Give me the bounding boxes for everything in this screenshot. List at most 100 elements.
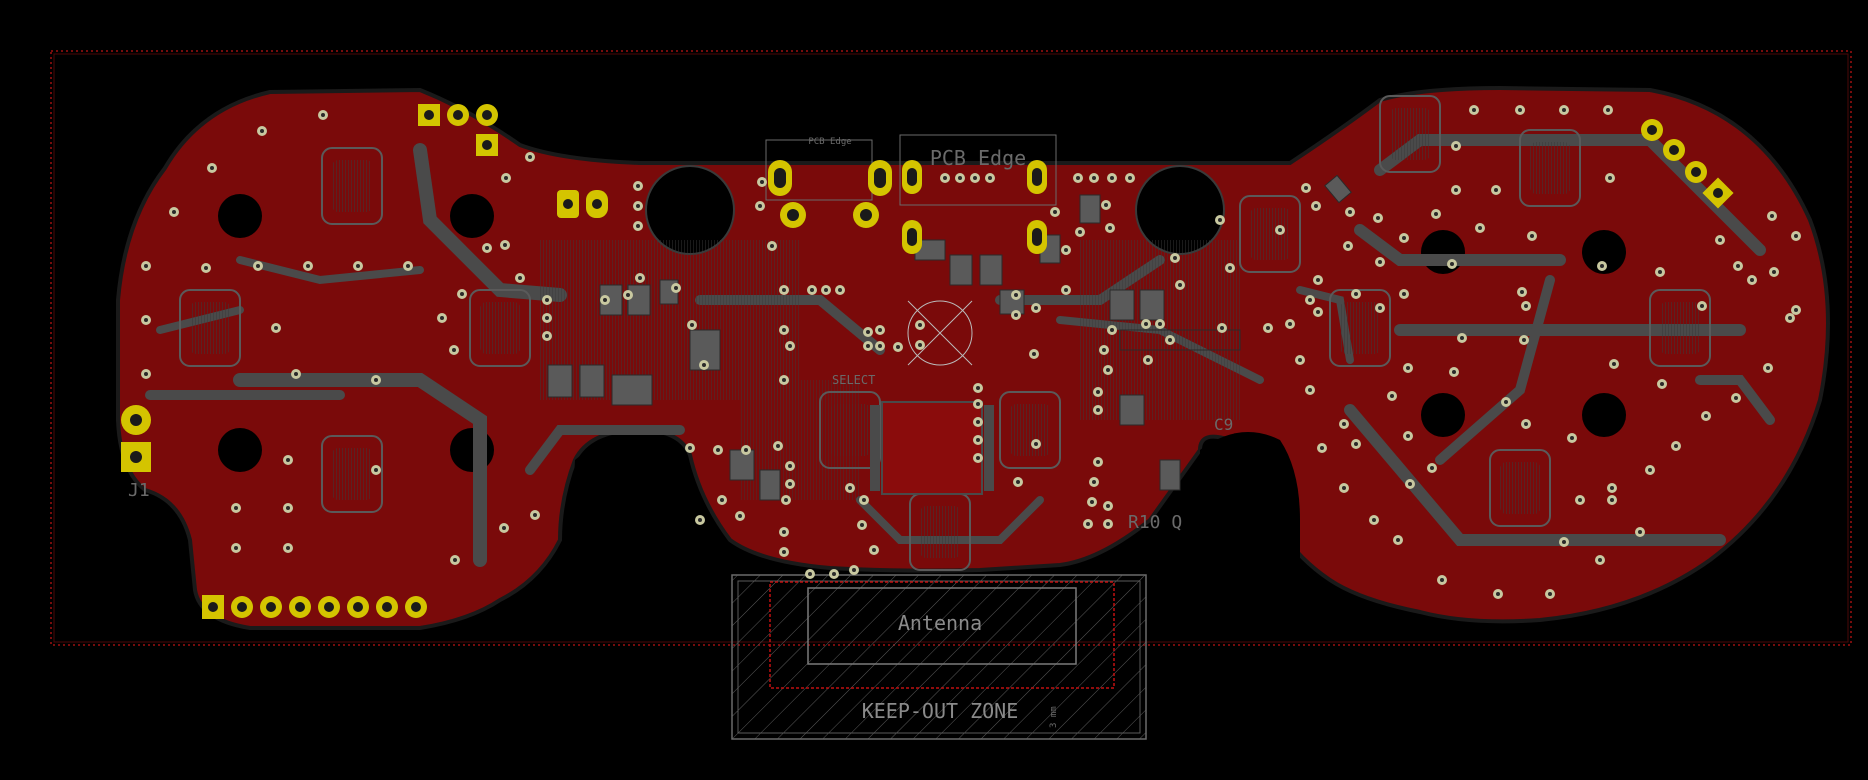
via-hole — [1430, 466, 1434, 470]
via-hole — [144, 264, 148, 268]
board-outline-rect — [50, 50, 1852, 646]
mount-hole — [1421, 393, 1465, 437]
via-hole — [1096, 408, 1100, 412]
via-hole — [274, 326, 278, 330]
via-hole — [1496, 592, 1500, 596]
via-hole — [1408, 482, 1412, 486]
via-hole — [1598, 558, 1602, 562]
via-hole — [286, 546, 290, 550]
ref-mm-label: 3 mm — [1049, 706, 1059, 728]
via-hole — [1478, 226, 1482, 230]
ref-r10-label: R10 Q — [1128, 512, 1182, 533]
via-hole — [1794, 234, 1798, 238]
via-hole — [626, 293, 630, 297]
via-hole — [1014, 293, 1018, 297]
mcu-pins — [870, 405, 994, 491]
via-hole — [760, 180, 764, 184]
via-hole — [852, 568, 856, 572]
via-hole — [918, 323, 922, 327]
ref-c9-label: C9 — [1214, 415, 1233, 434]
mount-hole — [1582, 393, 1626, 437]
via-hole — [1218, 218, 1222, 222]
via-hole — [1494, 188, 1498, 192]
via-hole — [1278, 228, 1282, 232]
via-hole — [452, 348, 456, 352]
via-hole — [374, 468, 378, 472]
via-hole — [545, 316, 549, 320]
via-hole — [440, 316, 444, 320]
via-hole — [1096, 390, 1100, 394]
via-hole — [782, 288, 786, 292]
via-hole — [1146, 358, 1150, 362]
via-hole — [1178, 283, 1182, 287]
via-hole — [1452, 370, 1456, 374]
mount-hole — [450, 428, 494, 472]
via-hole — [1518, 108, 1522, 112]
via-hole — [1608, 176, 1612, 180]
via-hole — [878, 344, 882, 348]
via-hole — [690, 323, 694, 327]
via-hole — [720, 498, 724, 502]
via-hole — [824, 288, 828, 292]
mount-hole — [218, 194, 262, 238]
via-hole — [286, 458, 290, 462]
antenna-outline — [807, 587, 1077, 665]
via-hole — [1034, 306, 1038, 310]
via-hole — [1734, 396, 1738, 400]
via-hole — [210, 166, 214, 170]
via-hole — [1578, 498, 1582, 502]
via-hole — [1378, 260, 1382, 264]
smd-components — [547, 174, 1352, 501]
via-hole — [1308, 388, 1312, 392]
via-hole — [1454, 144, 1458, 148]
via-hole — [1520, 290, 1524, 294]
via-hole — [872, 548, 876, 552]
via-hole — [1053, 210, 1057, 214]
via-hole — [1320, 446, 1324, 450]
via-hole — [1718, 238, 1722, 242]
mount-hole — [450, 194, 494, 238]
via-hole — [878, 328, 882, 332]
via-hole — [1034, 442, 1038, 446]
via-hole — [738, 514, 742, 518]
button-footprint-fills — [190, 108, 1700, 558]
via-hole — [1096, 460, 1100, 464]
pcb-edge-label-small: PCB Edge — [808, 137, 851, 147]
via-hole — [485, 246, 489, 250]
via-hole — [321, 113, 325, 117]
via-hole — [1092, 176, 1096, 180]
via-hole — [782, 550, 786, 554]
via-hole — [1110, 176, 1114, 180]
via-hole — [976, 438, 980, 442]
via-hole — [1504, 400, 1508, 404]
via-hole — [1064, 248, 1068, 252]
via-hole — [504, 176, 508, 180]
via-hole — [782, 378, 786, 382]
via-hole — [1032, 352, 1036, 356]
keepout-zone — [731, 574, 1147, 740]
via-hole — [1158, 322, 1162, 326]
via-hole — [1220, 326, 1224, 330]
mount-hole — [1421, 230, 1465, 274]
via-hole — [518, 276, 522, 280]
via-hole — [1570, 436, 1574, 440]
via-hole — [1266, 326, 1270, 330]
via-hole — [976, 420, 980, 424]
via-hole — [788, 464, 792, 468]
via-hole — [144, 372, 148, 376]
via-hole — [1288, 322, 1292, 326]
via-hole — [866, 344, 870, 348]
via-hole — [702, 363, 706, 367]
via-hole — [788, 344, 792, 348]
via-hole — [788, 482, 792, 486]
via-hole — [698, 518, 702, 522]
via-hole — [1314, 204, 1318, 208]
via-hole — [1750, 278, 1754, 282]
via-hole — [636, 204, 640, 208]
via-hole — [1110, 328, 1114, 332]
via-hole — [374, 378, 378, 382]
via-hole — [1788, 316, 1792, 320]
via-hole — [1144, 322, 1148, 326]
